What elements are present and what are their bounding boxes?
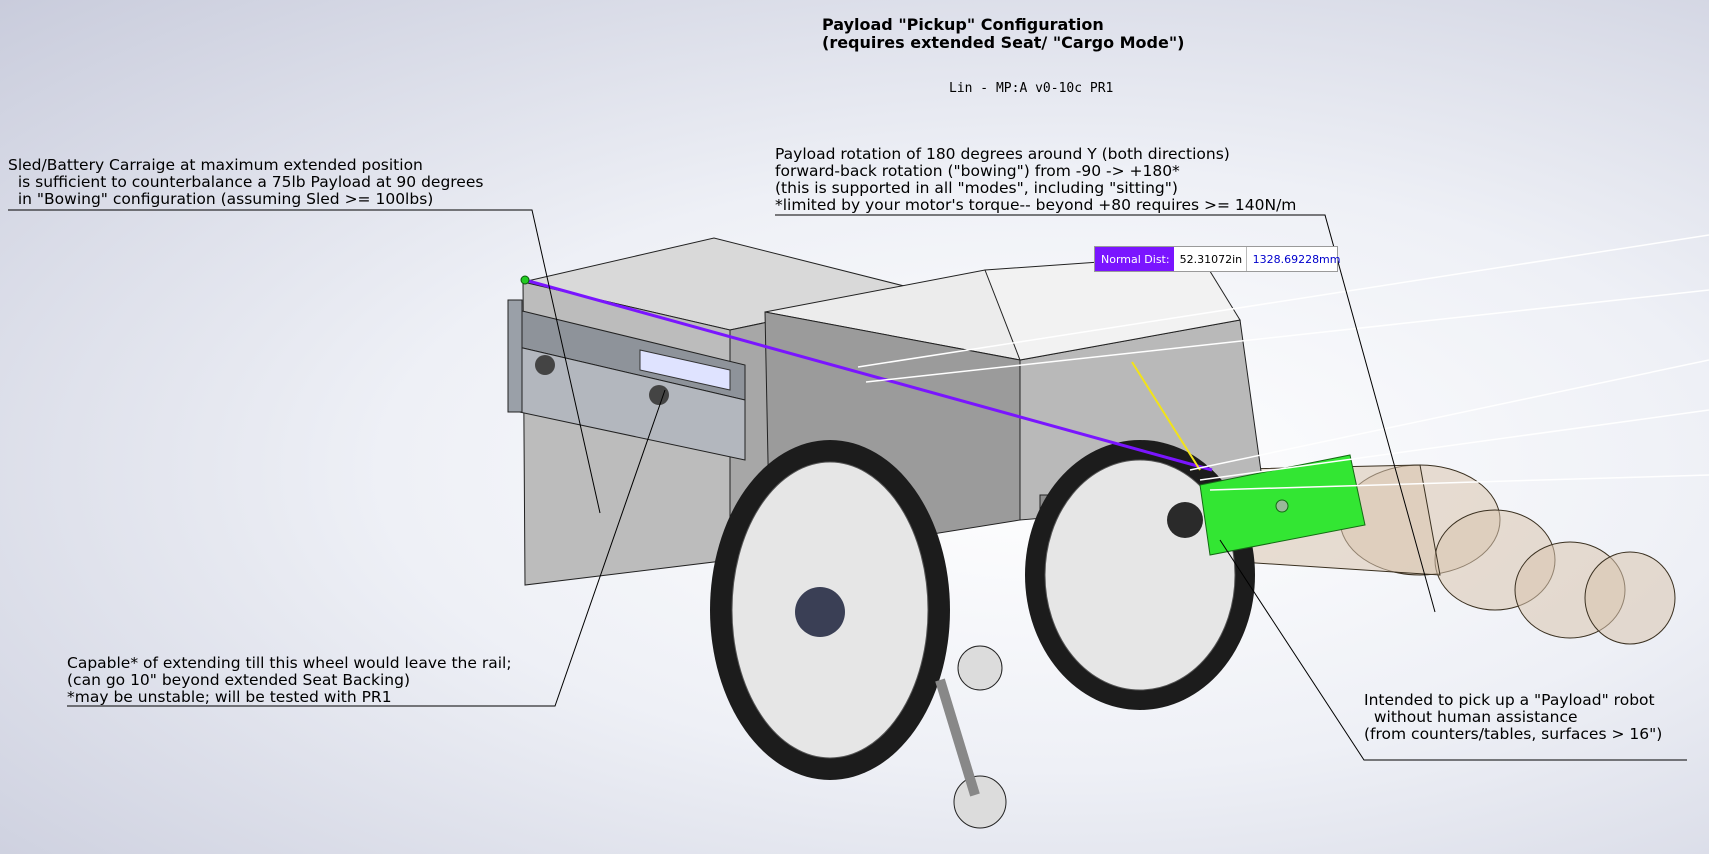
measurement-value-mm: 1328.69228mm: [1252, 252, 1341, 266]
caster-wheels: [935, 645, 1007, 829]
measure-line: [524, 278, 1213, 472]
annotation-rail: Capable* of extending till this wheel wo…: [67, 654, 512, 706]
axis-line: [1131, 361, 1201, 471]
measurement-readout[interactable]: Normal Dist: 52.31072in 1328.69228mm: [1094, 246, 1341, 272]
payload-mount: [1167, 454, 1366, 556]
measurement-label: Normal Dist:: [1095, 247, 1174, 271]
leader-lines: [8, 209, 1687, 761]
page-title: Payload "Pickup" Configuration (requires…: [822, 15, 1185, 52]
annotation-rotation: Payload rotation of 180 degrees around Y…: [775, 145, 1297, 214]
measurement-value-inches: 52.31072in: [1174, 247, 1247, 271]
annotation-payload: Intended to pick up a "Payload" robot wi…: [1364, 691, 1663, 743]
large-wheel-front: [710, 440, 950, 780]
dimension-lines: [857, 234, 1709, 491]
measure-start-handle[interactable]: [520, 275, 530, 285]
annotation-sled: Sled/Battery Carraige at maximum extende…: [8, 156, 484, 208]
version-label: Lin - MP:A v0-10c PR1: [949, 81, 1114, 96]
